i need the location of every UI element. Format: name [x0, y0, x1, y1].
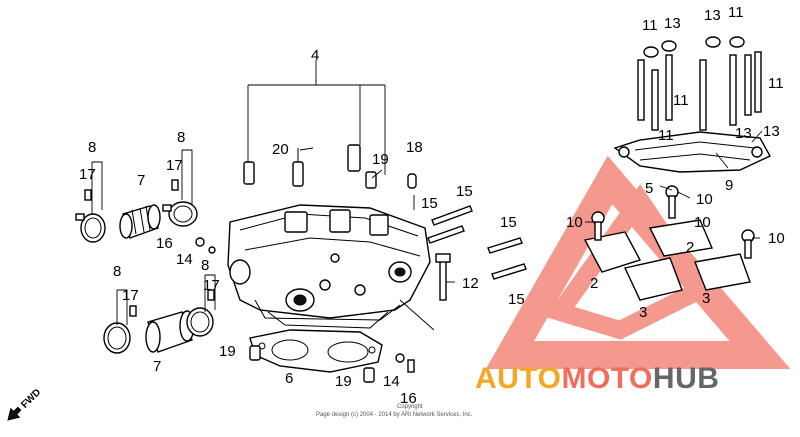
cylinder-head: [227, 204, 431, 329]
fwd-arrow-icon: [7, 406, 22, 421]
label-19-bottom: 19: [335, 373, 352, 390]
label-19-top: 19: [372, 151, 389, 168]
cam-holder-bolts-11: [637, 36, 762, 131]
label-13-top-b: 13: [704, 7, 721, 24]
bolt-12: [435, 253, 451, 301]
label-11-mid: 11: [673, 92, 689, 109]
clamp-lower-right: [186, 307, 214, 337]
label-12: 12: [462, 275, 479, 292]
label-11-top-a: 11: [642, 17, 658, 34]
label-13-mid-a: 11: [658, 127, 674, 144]
label-13-top-a: 13: [664, 15, 681, 32]
label-11-right: 11: [768, 75, 784, 92]
label-16-bottom: 16: [400, 390, 417, 407]
label-14-left: 14: [176, 251, 193, 268]
rocker-arms-3: [583, 185, 755, 301]
label-8-top-mid: 8: [177, 129, 185, 146]
spark-plugs-4: [243, 144, 361, 187]
screws-17: [84, 179, 215, 317]
label-3-left: 2: [590, 275, 598, 292]
dowels-19: [249, 171, 377, 383]
intake-rubber-upper: [119, 204, 161, 239]
label-15-d: 15: [508, 291, 525, 308]
label-4: 4: [311, 47, 319, 64]
label-10-c: 10: [566, 214, 583, 231]
label-8-top-left: 8: [88, 139, 96, 156]
label-7-top: 7: [137, 172, 145, 189]
copyright-line1: Copyright: [397, 404, 423, 410]
label-8-bottom-left: 8: [113, 263, 121, 280]
grommet-18: [407, 173, 417, 189]
label-10-b: 10: [696, 191, 713, 208]
label-17-bottom-mid: 17: [203, 277, 220, 294]
label-3-right: 3: [702, 290, 710, 307]
label-10-d: 10: [768, 230, 785, 247]
intake-rubber-lower: [145, 310, 195, 353]
clamp-upper-right: [162, 201, 198, 227]
fittings-16-14: [195, 237, 415, 373]
leader-lines: [91, 60, 763, 331]
fwd-indicator: FWD: [7, 387, 43, 421]
label-2-top: 10: [694, 214, 711, 231]
fwd-label: FWD: [19, 387, 43, 411]
label-14-bottom: 14: [383, 373, 400, 390]
cam-holder-5: [613, 131, 771, 173]
label-5: 9: [725, 177, 733, 194]
label-11-top-b: 11: [728, 4, 744, 21]
label-19-left: 19: [219, 343, 236, 360]
label-18: 18: [406, 139, 423, 156]
label-17-top-mid: 17: [166, 157, 183, 174]
label-2-bottom: 3: [639, 304, 647, 321]
label-8-bottom-mid: 8: [201, 257, 209, 274]
label-6: 6: [285, 370, 293, 387]
label-15-a: 15: [456, 183, 473, 200]
clamp-lower-left: [103, 322, 131, 354]
label-16-left: 16: [156, 235, 173, 252]
watermark-moto: MOTO: [561, 362, 652, 395]
label-7-bottom: 7: [153, 358, 161, 375]
label-20: 20: [272, 141, 289, 158]
copyright-line2: Page design (c) 2004 - 2014 by ARI Netwo…: [316, 412, 473, 418]
watermark-text: AUTOMOTOHUB: [475, 362, 719, 395]
pins-15: [427, 205, 527, 280]
label-15-c: 15: [500, 214, 517, 231]
watermark-auto: AUTO: [475, 362, 561, 395]
label-15-b: 15: [421, 195, 438, 212]
label-17-bottom-left: 17: [122, 287, 139, 304]
svg-text:AUTOMOTOHUB: AUTOMOTOHUB: [475, 362, 719, 395]
label-17-top-left: 17: [79, 166, 96, 183]
clamp-upper-left: [75, 213, 106, 243]
head-gasket: [249, 329, 383, 373]
label-13-mid-b: 13: [735, 125, 752, 142]
label-9: 13: [763, 123, 780, 140]
part-labels: 4 20 19 18 8 17 7 16 14 8 17 7 8 17 8 17…: [79, 4, 785, 407]
label-10-a: 5: [645, 180, 653, 197]
watermark-hub: HUB: [653, 362, 720, 395]
label-3-mid: 2: [686, 239, 694, 256]
